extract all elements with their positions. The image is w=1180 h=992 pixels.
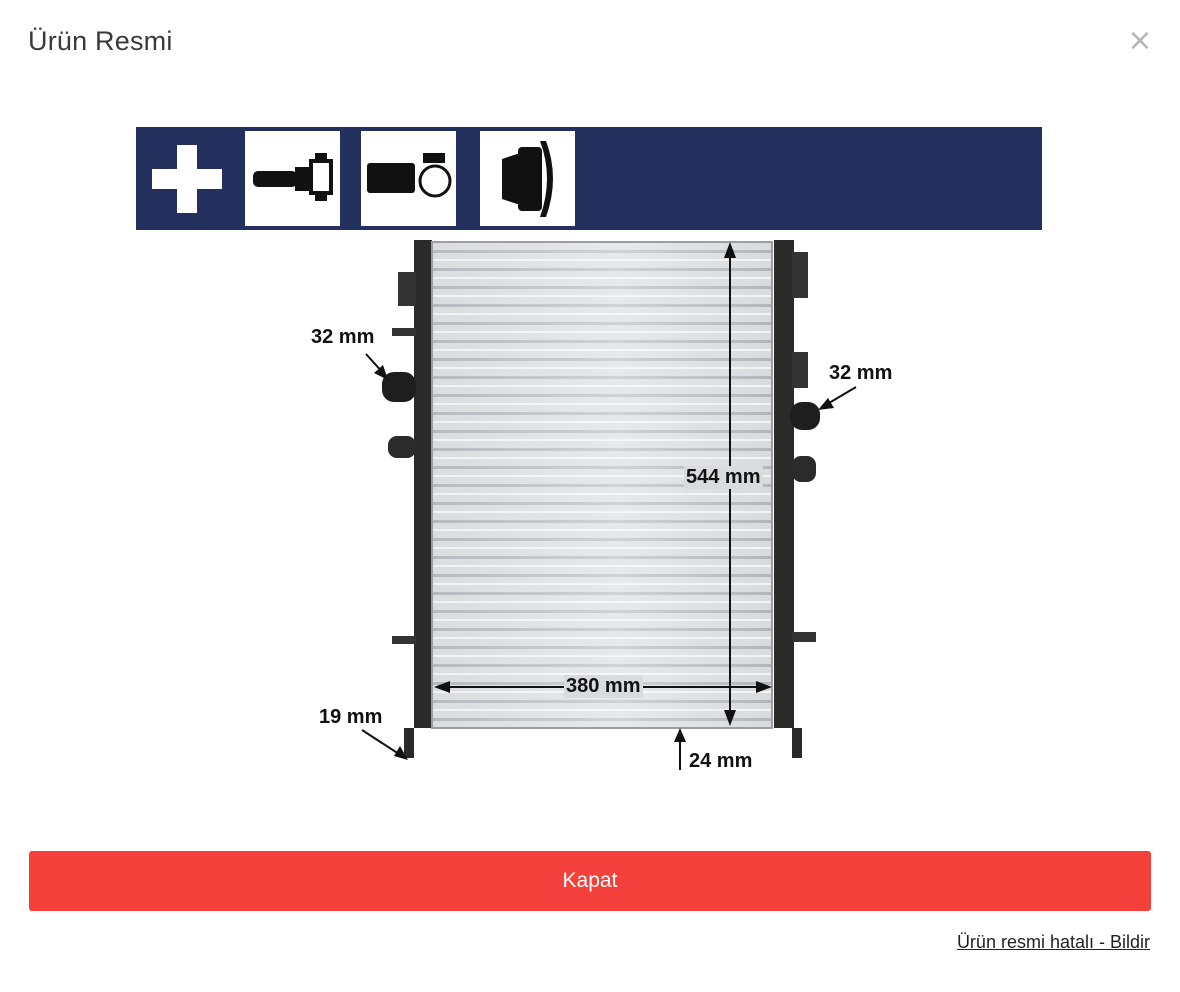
accessory-icon-bar [136, 127, 1042, 230]
report-image-link[interactable]: Ürün resmi hatalı - Bildir [956, 932, 1150, 952]
dimension-width: 380 mm [564, 675, 643, 698]
product-image: 32 mm 32 mm 544 mm 380 mm 19 mm 24 mm [136, 127, 1042, 817]
close-icon[interactable]: × [1127, 23, 1153, 58]
close-button[interactable]: Kapat [29, 851, 1151, 911]
modal-header: Ürün Resmi × [0, 0, 1180, 90]
rubber-mount-icon [480, 131, 575, 226]
dimension-pin: 19 mm [319, 706, 383, 728]
dimension-inlet-right: 32 mm [829, 362, 893, 384]
dimension-inlet-left: 32 mm [311, 326, 375, 348]
radiator-illustration: 32 mm 32 mm 544 mm 380 mm 19 mm 24 mm [296, 232, 916, 792]
modal-title: Ürün Resmi [28, 26, 173, 56]
hose-connector-icon [245, 131, 340, 226]
plus-icon [152, 145, 222, 213]
dimension-depth: 24 mm [689, 750, 753, 772]
dimension-height: 544 mm [684, 466, 763, 489]
hose-clamp-icon [361, 131, 456, 226]
